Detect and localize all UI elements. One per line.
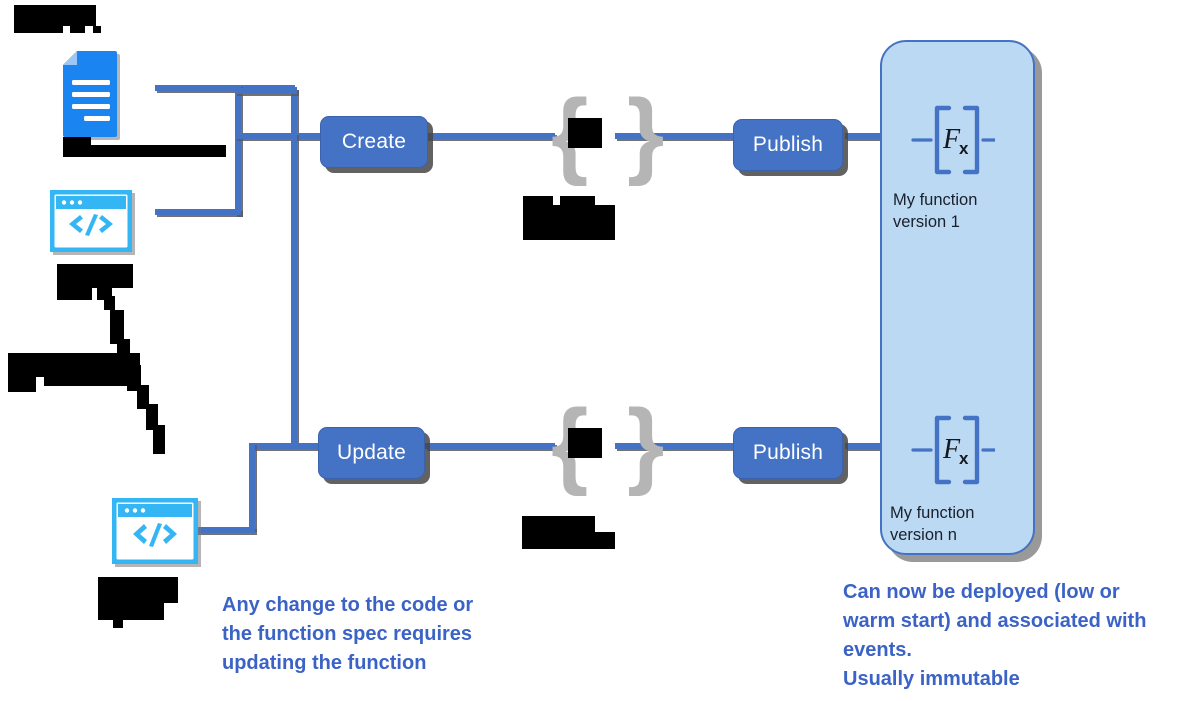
redacted-loop-arrow-e <box>137 385 149 409</box>
redacted-code-bottom-label-a <box>98 577 178 603</box>
create-button[interactable]: Create <box>320 116 428 168</box>
connector-doc-drop <box>235 85 241 215</box>
redacted-spec-doc-label-a <box>63 137 91 147</box>
redacted-braces-top-label-c <box>523 205 615 240</box>
code-window-icon-top <box>47 187 135 257</box>
connector-create-to-braces <box>425 133 555 139</box>
connector-update-feed <box>249 443 255 530</box>
fx-function-icon-top: F x <box>905 100 997 181</box>
redacted-spec-doc-label-b <box>63 145 226 157</box>
connector-code-bottom-to-update <box>196 527 255 533</box>
update-button-label: Update <box>337 441 406 464</box>
redacted-braces-bottom-label-c <box>522 532 580 549</box>
connector-braces-to-publish <box>615 133 740 139</box>
redacted-diagram-title-3 <box>70 26 85 33</box>
function-versions-panel <box>880 40 1035 555</box>
svg-text:x: x <box>959 449 969 468</box>
code-window-icon-bottom <box>109 495 201 569</box>
publish-bottom-button-label: Publish <box>752 441 824 464</box>
connector-merge-rail <box>291 88 297 136</box>
create-button-label: Create <box>341 130 407 153</box>
fx-function-icon-bottom: F x <box>905 410 997 491</box>
redacted-diagram-title-4 <box>93 26 101 33</box>
redacted-braces-bottom-label-a <box>522 516 595 532</box>
publish-bottom-button[interactable]: Publish <box>733 427 843 479</box>
redacted-code-bottom-label-b <box>98 603 164 620</box>
connector-into-update <box>249 443 335 449</box>
redacted-loop-arrow-a <box>104 296 115 310</box>
redacted-code-top-label-b <box>57 288 92 300</box>
note-right: Can now be deployed (low or warm start) … <box>843 581 1147 690</box>
redacted-loop-arrow-g <box>153 425 165 454</box>
redacted-loop-text-b <box>8 370 36 392</box>
svg-text:F: F <box>942 434 961 465</box>
update-button[interactable]: Update <box>318 427 425 479</box>
connector-braces-to-publish-bottom <box>615 443 740 449</box>
note-left: Any change to the code or the function s… <box>222 594 474 674</box>
connector-publish-to-version-n <box>845 443 905 449</box>
connector-publish-to-version-1 <box>845 133 905 139</box>
connector-doc-to-bus <box>155 85 295 91</box>
publish-top-button[interactable]: Publish <box>733 119 843 171</box>
publish-top-button-label: Publish <box>752 133 824 156</box>
redacted-diagram-title-2 <box>14 26 63 33</box>
redacted-loop-arrow-b <box>110 310 124 344</box>
svg-text:x: x <box>959 139 969 158</box>
version-1-label: My function version 1 <box>893 191 978 232</box>
redacted-diagram-title <box>14 5 96 26</box>
svg-text:F: F <box>942 124 961 155</box>
version-n-label: My function version n <box>890 504 975 545</box>
redacted-loop-text-d <box>90 353 140 379</box>
connector-into-create <box>235 133 330 139</box>
redacted-braces-bottom-inner-b <box>568 428 602 458</box>
document-icon <box>63 51 129 137</box>
redacted-code-top-label <box>57 264 133 288</box>
redacted-code-bottom-label-c <box>113 620 123 628</box>
redacted-loop-arrow-f <box>146 404 158 430</box>
connector-down-to-update <box>291 133 297 443</box>
connector-merge-top <box>235 88 297 94</box>
connector-update-to-braces <box>425 443 555 449</box>
connector-code-top-to-bus <box>155 209 241 215</box>
redacted-braces-top-inner-b <box>568 118 602 148</box>
